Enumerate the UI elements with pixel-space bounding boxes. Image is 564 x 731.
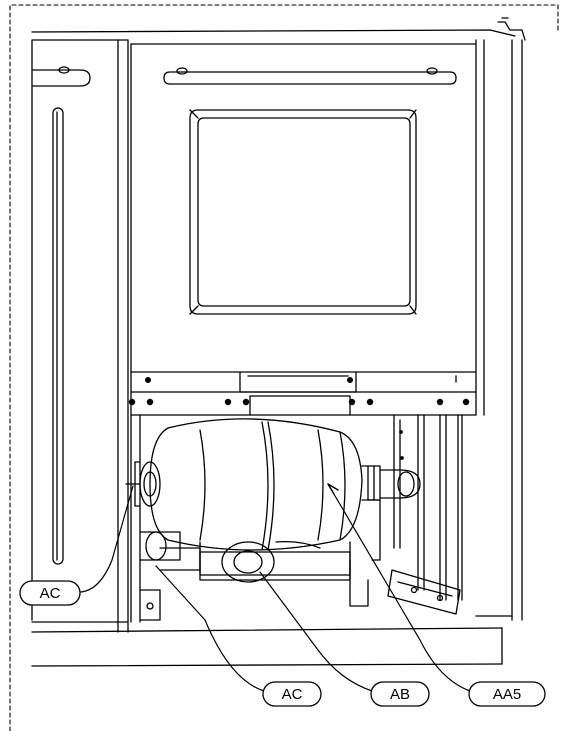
callout-ab: AB — [370, 681, 430, 707]
door-window — [189, 109, 417, 315]
callout-ac-left: AC — [19, 580, 81, 606]
callout-aa5-label: AA5 — [493, 686, 521, 703]
callout-ab-label: AB — [390, 686, 410, 703]
lower-frame — [128, 371, 477, 416]
compartment — [130, 414, 463, 623]
pump — [139, 499, 381, 607]
callout-aa5: AA5 — [468, 681, 546, 707]
brackets — [139, 569, 461, 621]
screws — [128, 377, 470, 406]
cabinet-body — [31, 17, 526, 667]
callout-ac-left-label: AC — [40, 585, 61, 602]
callout-ac-bottom-label: AC — [282, 686, 303, 703]
callout-ac-bottom: AC — [262, 681, 322, 707]
front-door — [130, 43, 477, 373]
expansion-vessel — [125, 418, 421, 551]
leader-lines — [80, 483, 471, 692]
side-handle — [31, 66, 91, 565]
